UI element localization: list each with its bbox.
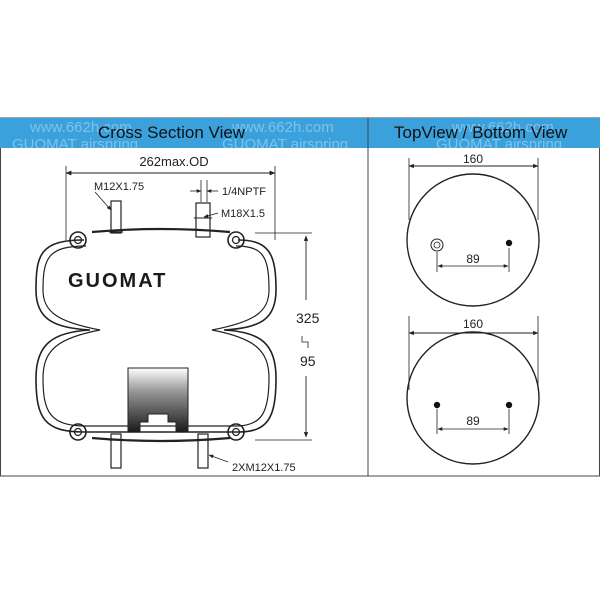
cross-section-view: 262max.OD M12X1.75 1/4NPTF M18X1.5 GUOMA… [35,154,320,474]
fitting-thread-label: M18X1.5 [221,208,265,220]
top-stud-leader [94,191,112,211]
air-inlet-icon [430,238,444,252]
bottom-plate-outline [406,331,540,465]
bottom-diameter-label: 160 [463,317,483,331]
watermark-brand-2: GUOMAT airspring [222,136,349,153]
min-height-label: 95 [300,353,316,369]
brand-logo: GUOMAT [68,270,167,292]
height-break-symbol [301,336,309,348]
thread-leader [203,212,219,218]
watermark-url-2: www.662h.com [232,119,334,136]
piston [127,367,189,433]
header-band [0,118,600,148]
top-view: 160 89 [406,152,540,307]
watermark-brand-3: GUOMAT airspring [436,136,563,153]
top-stud [109,200,123,234]
top-stud-label: M12X1.75 [94,181,144,193]
top-bead-plate [91,227,231,234]
watermark-url-3: www.662h.com [452,119,554,136]
top-spacing-label: 89 [466,252,480,266]
top-bottom-view-title: TopView / Bottom View [394,123,568,142]
bottom-view: 160 89 [406,316,540,465]
watermark-url-1: www.662h.com [30,119,132,136]
drawing-frame [0,117,600,477]
top-diameter-label: 160 [463,152,483,166]
bottom-spacing-label: 89 [466,414,480,428]
crimp-ring-bottom-left [69,423,87,441]
od-label: 262max.OD [139,154,208,169]
crimp-ring-top-right [227,231,245,249]
air-fitting [194,202,212,238]
top-stud-hole [505,239,513,247]
bottom-studs-label: 2XM12X1.75 [232,462,296,474]
bellows-inner [42,245,270,427]
crimp-ring-top-left [69,231,87,249]
top-plate-outline [406,173,540,307]
crimp-ring-bottom-right [227,423,245,441]
bottom-stud-leader [208,454,229,463]
bottom-stud-hole-left [433,401,441,409]
max-height-label: 325 [296,310,320,326]
bottom-stud-left [109,433,123,469]
bottom-bead-plate [91,436,231,443]
bottom-stud-right [196,433,210,469]
air-fitting-label: 1/4NPTF [222,186,266,198]
bottom-stud-hole-right [505,401,513,409]
bellows-outer [35,239,277,433]
cross-section-title: Cross Section View [98,123,246,142]
watermark-brand-1: GUOMAT airspring [12,136,139,153]
